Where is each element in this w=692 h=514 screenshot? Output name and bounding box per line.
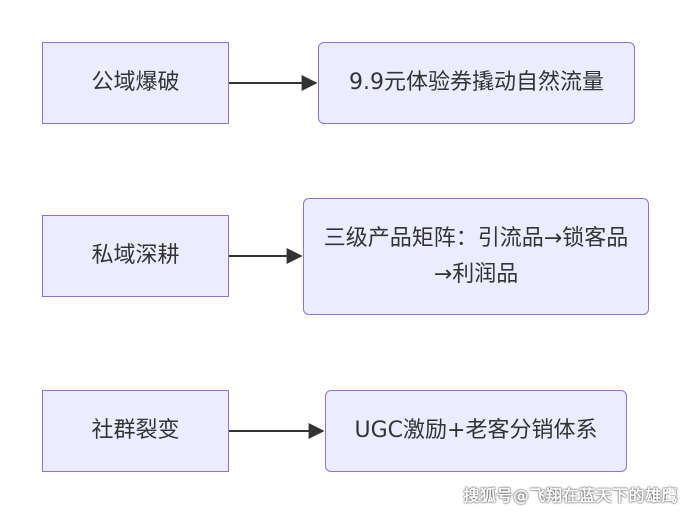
node-label: 9.9元体验券撬动自然流量 [349, 70, 604, 95]
node-label: 三级产品矩阵：引流品→锁客品→利润品 [323, 225, 629, 287]
node-label: UGC激励+老客分销体系 [354, 418, 598, 443]
node-label: 社群裂变 [91, 418, 180, 443]
node-label: 公域爆破 [91, 70, 180, 95]
node-ugc-incentive: UGC激励+老客分销体系 [325, 390, 627, 472]
watermark-text: 搜狐号@飞翔在蓝天下的雄鹰 [463, 486, 678, 505]
node-community-fission: 社群裂变 [42, 390, 229, 472]
node-public-domain: 公域爆破 [42, 42, 229, 124]
node-label: 私域深耕 [91, 243, 180, 268]
node-private-domain: 私域深耕 [42, 215, 229, 297]
node-trial-coupon: 9.9元体验券撬动自然流量 [318, 42, 635, 124]
node-product-matrix: 三级产品矩阵：引流品→锁客品→利润品 [303, 198, 649, 315]
